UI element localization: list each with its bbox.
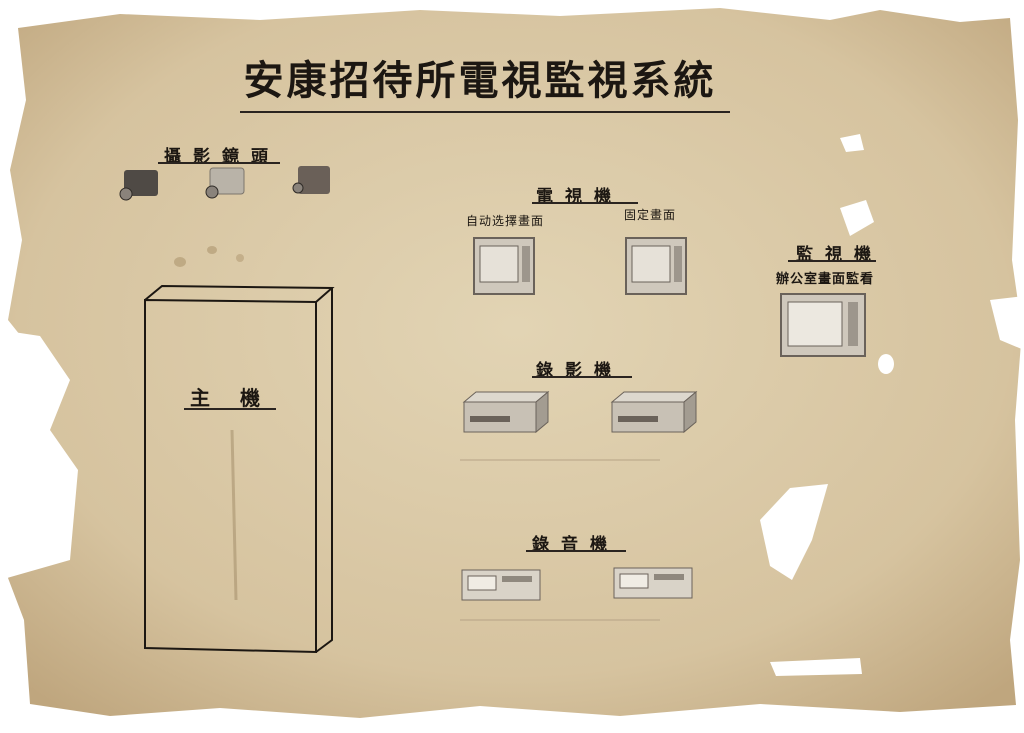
paper-sheet: [8, 8, 1022, 718]
camera-icon: [292, 166, 330, 194]
stain: [174, 257, 186, 267]
tape-deck-icon: [461, 569, 541, 601]
stain: [236, 254, 244, 262]
tape-deck-icon: [613, 567, 693, 599]
vcr-icon: [610, 390, 698, 434]
tvs-underline: [532, 202, 638, 204]
stain: [230, 429, 238, 601]
auto-select-caption: 自动选擇畫面: [466, 214, 545, 228]
stain: [878, 354, 894, 374]
tv-icon: [473, 237, 535, 295]
host-label: 主機: [190, 386, 290, 410]
paper-tear: [760, 484, 828, 580]
camera-icon: [119, 170, 158, 201]
paper-tear: [0, 330, 78, 580]
monitor-icon: [780, 293, 866, 357]
paper-tear: [840, 200, 874, 236]
page-title: 安康招待所電視監視系統: [243, 57, 717, 104]
vcr-underline: [532, 376, 632, 378]
paper-tear: [770, 658, 862, 676]
stain: [207, 246, 217, 254]
vcr-icon: [462, 390, 550, 434]
fixed-caption: 固定畫面: [624, 208, 677, 222]
host-underline: [184, 408, 276, 410]
paper-tear: [840, 134, 864, 152]
tv-icon: [625, 237, 687, 295]
paper-tear: [990, 296, 1024, 350]
camera-icon: [205, 167, 245, 199]
cameras-underline: [158, 162, 280, 164]
monitor-underline: [788, 260, 876, 262]
tape-underline: [526, 550, 626, 552]
office-view-caption: 辦公室畫面監看: [776, 272, 875, 287]
host-box: [144, 284, 335, 654]
